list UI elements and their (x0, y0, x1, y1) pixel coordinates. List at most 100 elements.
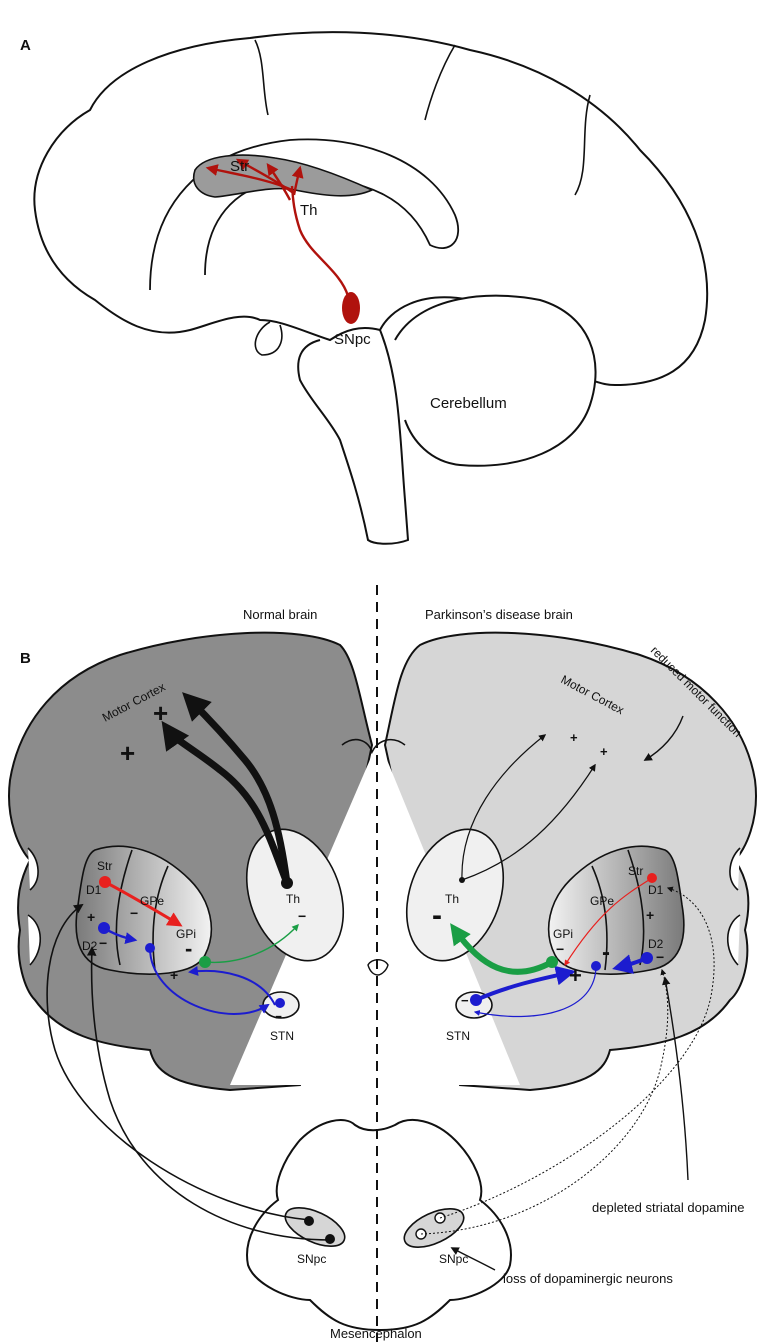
snpc-left-neuron-1 (304, 1216, 314, 1226)
panel-b-letter: B (20, 650, 31, 667)
sign-plus-d1-left: + (87, 909, 95, 925)
label-str-right: Str (628, 864, 643, 878)
label-d1-left: D1 (86, 883, 102, 897)
snpc-nucleus (342, 292, 360, 324)
dopamine-branch-4 (291, 165, 304, 196)
dopamine-branch-3 (266, 163, 292, 201)
label-mesencephalon: Mesencephalon (330, 1326, 422, 1341)
sign-plus-cortex-left-1: + (120, 738, 135, 768)
label-th: Th (300, 202, 318, 219)
sign-minus-stn-right: − (461, 993, 469, 1008)
sign-minus-gpi-right: − (556, 941, 564, 957)
label-gpe-right: GPe (590, 894, 614, 908)
nigrostriatal-right-2 (420, 968, 669, 1235)
thalamocortical-left-1 (161, 720, 291, 885)
sign-plus-cortex-right-2: + (600, 744, 608, 759)
label-d1-right: D1 (648, 883, 664, 897)
striatum-region (193, 154, 374, 198)
right-notch-upper (729, 847, 741, 891)
cerebellum (394, 294, 597, 467)
sign-plus-cortex-right-1: + (570, 730, 578, 745)
midline-curl (341, 738, 406, 755)
thalamus-left-soma (281, 877, 293, 889)
left-notch-lower (27, 914, 41, 966)
d2-neuron-left (98, 922, 110, 934)
occipital-sulcus (574, 94, 591, 196)
brainstem (297, 329, 410, 545)
left-notch-upper (27, 847, 39, 891)
label-d2-right: D2 (648, 937, 664, 951)
sign-minus-d2-right: − (656, 949, 664, 965)
pointer-reduced-motor (643, 715, 684, 761)
sign-plus-d1-right: + (646, 907, 654, 923)
nigrostriatal-left-1 (46, 903, 311, 1221)
sign-minus-th-right: - (432, 899, 442, 932)
gpe-to-stn-left (149, 947, 270, 1015)
thalamus-right-soma (459, 877, 465, 883)
label-gpi-left: GPi (176, 927, 196, 941)
label-snpc-right: SNpc (439, 1252, 468, 1266)
label-gpi-right: GPi (553, 927, 573, 941)
d1-direct-right (564, 877, 653, 967)
gpi-neuron-right (546, 956, 558, 968)
sign-plus-cortex-left-2: + (153, 698, 168, 728)
label-str: Str (230, 158, 249, 175)
label-str-left: Str (97, 859, 112, 873)
nigrostriatal-tract (290, 185, 350, 297)
sign-minus-th-left: − (298, 908, 306, 924)
sign-minus-gpi-left: - (185, 936, 192, 961)
panel-a: A Str Th SNpc Cerebellum (20, 31, 709, 545)
d1-neuron-right (647, 873, 657, 883)
label-th-left: Th (286, 892, 300, 906)
str-gpe-border-left (115, 849, 133, 966)
stn-neuron-right (470, 994, 482, 1006)
label-loss-neurons: loss of dopaminergic neurons (503, 1271, 673, 1286)
right-notch-lower (727, 914, 741, 966)
d1-direct-left (104, 880, 183, 927)
sign-minus-gpe-right: - (602, 939, 610, 966)
dopamine-branch-2 (235, 158, 293, 193)
label-stn-left: STN (270, 1029, 294, 1043)
gpe-gpi-border-left (152, 865, 169, 971)
thalamus-left (245, 828, 345, 962)
label-th-right: Th (445, 892, 459, 906)
label-cerebellum: Cerebellum (430, 395, 507, 412)
d1-neuron-left (99, 876, 111, 888)
panel-a-letter: A (20, 37, 31, 54)
pituitary (254, 321, 283, 356)
label-snpc: SNpc (334, 331, 371, 348)
label-depleted-dopamine: depleted striatal dopamine (592, 1200, 745, 1215)
str-gpe-border-right (627, 849, 645, 966)
d2-neuron-right (641, 952, 653, 964)
pointer-loss-neurons (450, 1247, 496, 1271)
title-normal-brain: Normal brain (243, 607, 317, 622)
label-gpe-left: GPe (140, 894, 164, 908)
cerebrum-outline (33, 31, 709, 387)
gpe-neuron-left (145, 943, 155, 953)
gpe-to-stn-right (473, 965, 597, 1018)
gpe-neuron-right (591, 961, 601, 971)
sign-minus-gpe-left: − (130, 905, 138, 921)
stn-neuron-left (275, 998, 285, 1008)
label-d2-left: D2 (82, 939, 98, 953)
title-pd-brain: Parkinson’s disease brain (425, 607, 573, 622)
thalamocortical-right-2 (461, 763, 596, 881)
nigrostriatal-right-1 (439, 886, 715, 1219)
sign-minus-stn-left: - (275, 1003, 282, 1028)
mesencephalon-outline (246, 1119, 512, 1332)
label-stn-right: STN (446, 1029, 470, 1043)
snpc-left-neuron-2 (325, 1234, 335, 1244)
gpi-to-th-left (204, 923, 299, 964)
thalamocortical-right-1 (461, 734, 547, 881)
sign-plus-gpi-left: + (170, 967, 178, 983)
pointer-depleted-dopamine (662, 976, 689, 1181)
gpi-to-th-right (450, 923, 554, 975)
nigrostriatal-left-2 (86, 946, 331, 1241)
gpi-neuron-left (199, 956, 211, 968)
stn-to-gpi-left (188, 965, 276, 1006)
stn-to-gpi-right (475, 965, 576, 1002)
sign-minus-d2-left: − (99, 935, 107, 951)
parietal-sulcus (424, 44, 456, 121)
sign-plus-gpi-right: + (569, 963, 582, 988)
